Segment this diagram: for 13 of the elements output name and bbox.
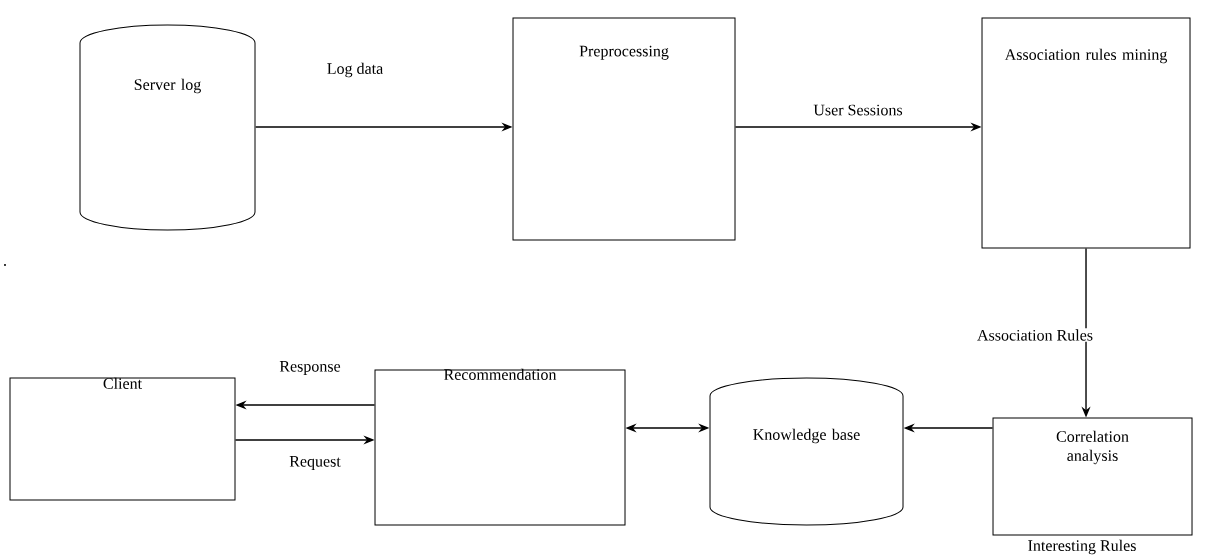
edge-label: Response <box>279 361 341 375</box>
database-cylinder: Server log <box>79 24 256 231</box>
edge-label: Request <box>289 456 341 470</box>
process-box: Preprocessing <box>512 17 736 241</box>
process-box: Correlation analysis <box>992 417 1193 536</box>
process-box: Association rules mining <box>981 17 1191 249</box>
database-cylinder: Knowledge base <box>709 377 904 526</box>
note-text: . <box>4 264 6 266</box>
edge-label: Log data <box>327 62 383 78</box>
edge-label: User Sessions <box>813 104 903 116</box>
process-box: Client <box>9 377 236 501</box>
edge-label: Association Rules <box>977 329 1093 341</box>
process-box: Recommendation <box>374 368 626 526</box>
